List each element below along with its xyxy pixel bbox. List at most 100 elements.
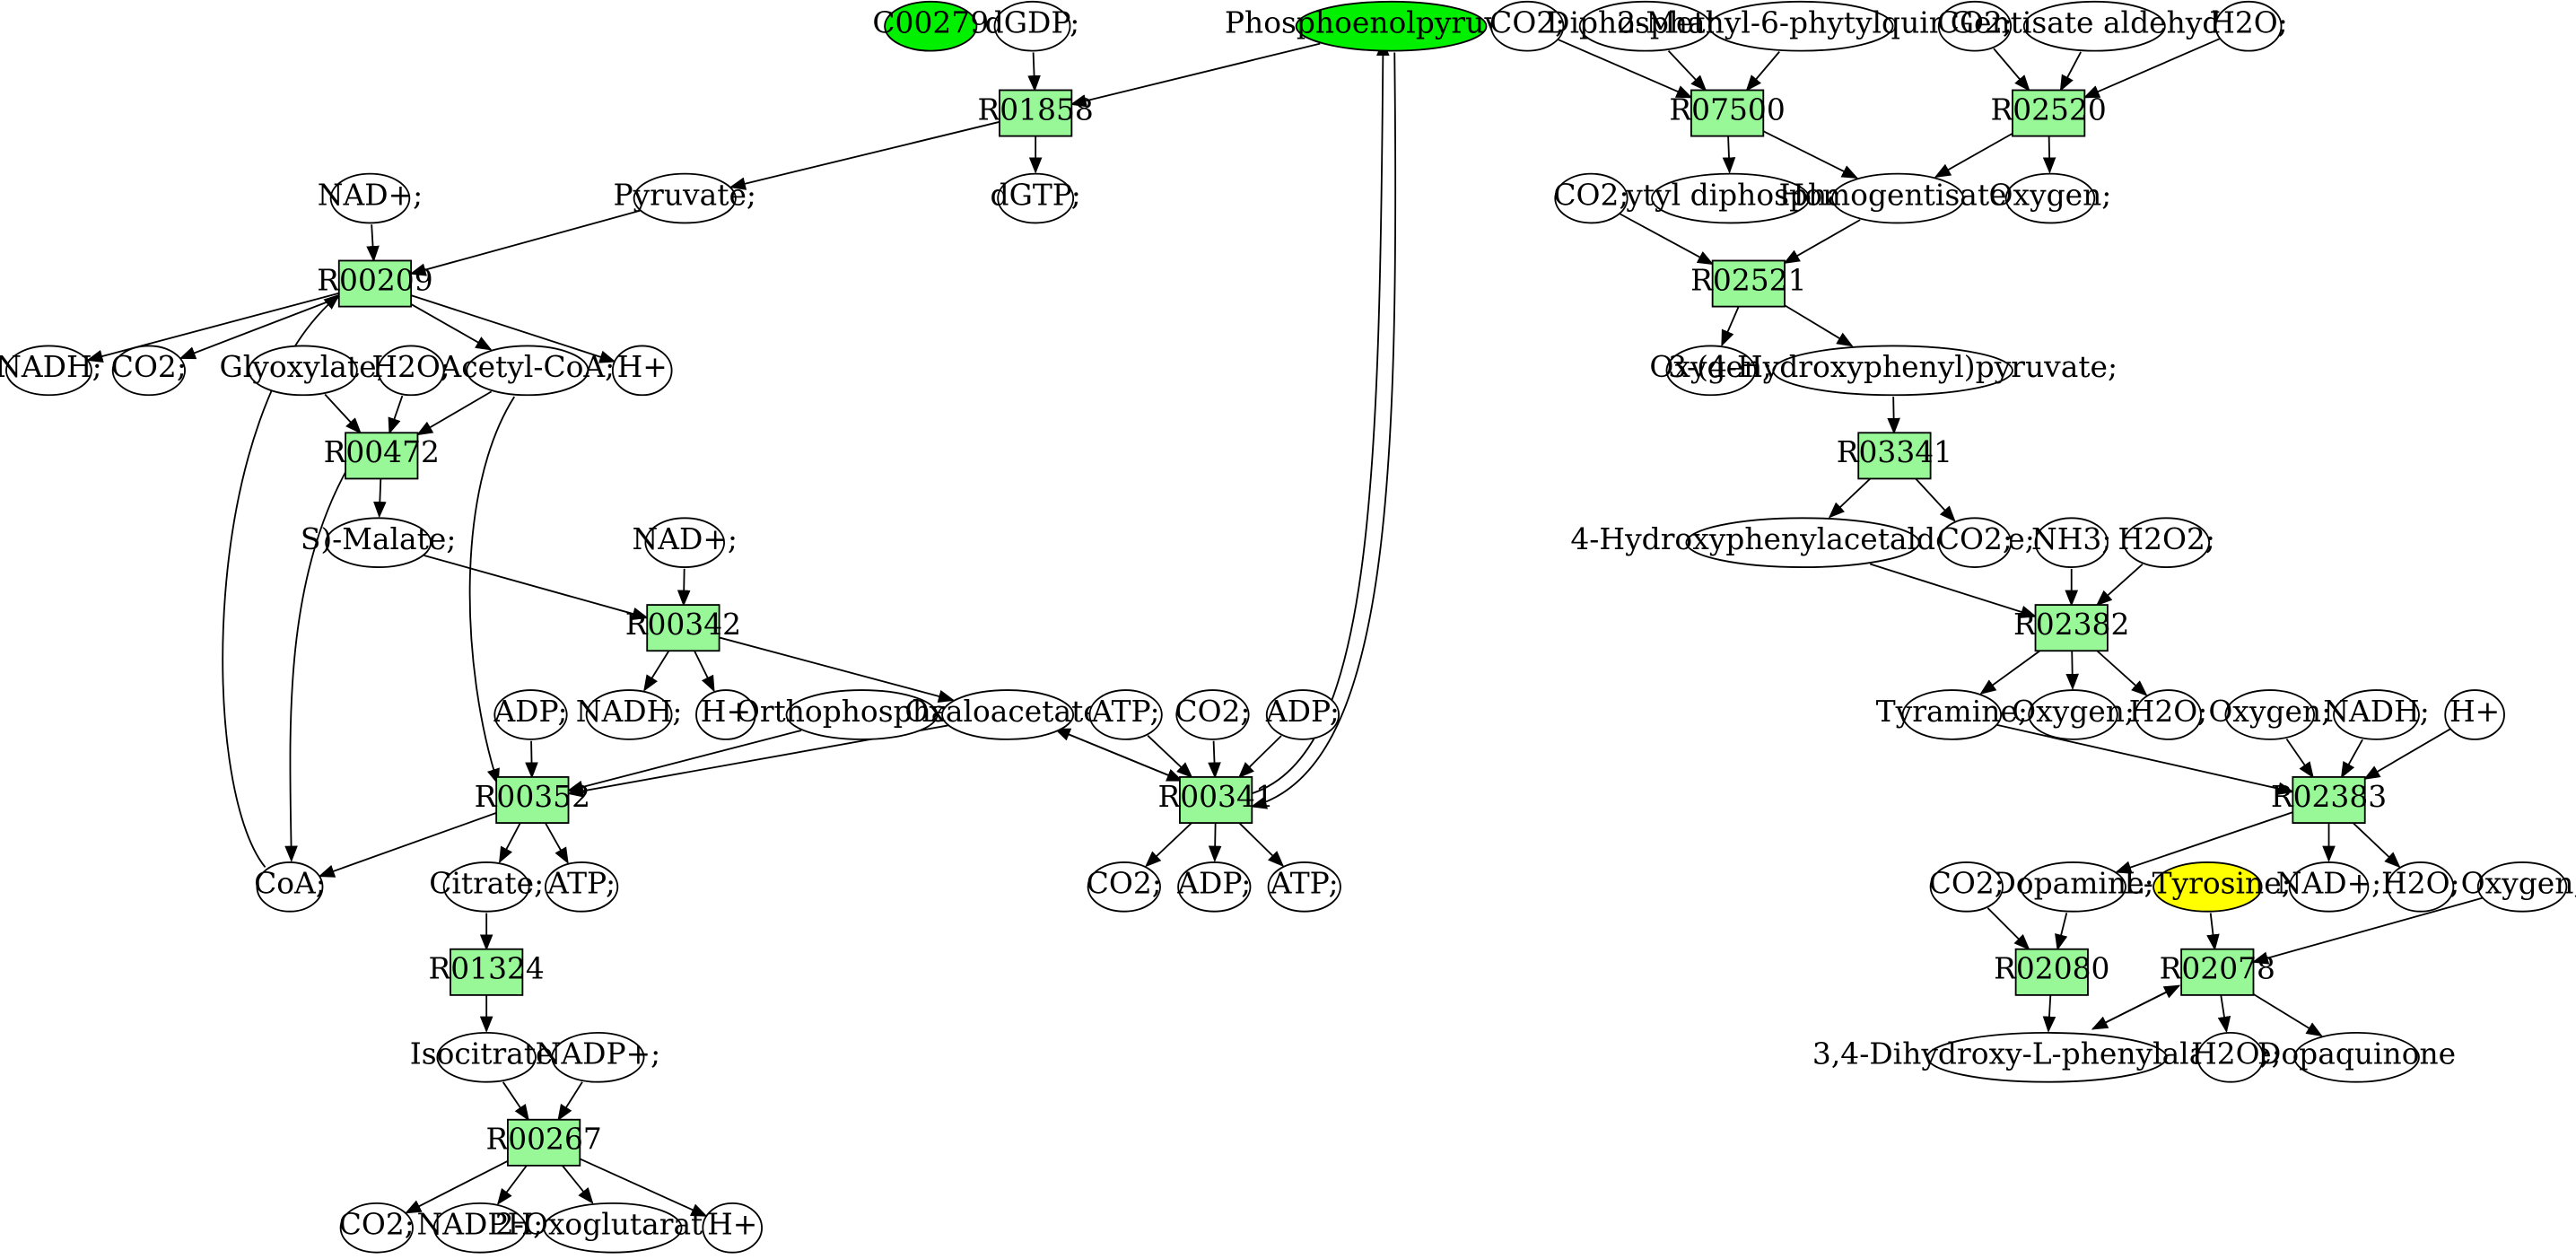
compound-node-co2-f[interactable]: CO2; bbox=[1937, 0, 2013, 52]
compound-node-citrate[interactable]: Citrate; bbox=[429, 861, 544, 913]
compound-node-c00279[interactable]: C00279 bbox=[872, 0, 989, 52]
reaction-node-r02080[interactable]: R02080 bbox=[1994, 948, 2109, 996]
edge-smalate-to-R00342 bbox=[424, 555, 649, 621]
compound-node-atp-c[interactable]: ATP; bbox=[1267, 861, 1341, 913]
compound-node-atp-b[interactable]: ATP; bbox=[1088, 689, 1163, 740]
compound-node-ltyrosine[interactable]: L-Tyrosine; bbox=[2124, 861, 2292, 913]
reaction-node-r03341[interactable]: R03341 bbox=[1837, 432, 1952, 480]
reaction-node-r00342[interactable]: R00342 bbox=[625, 604, 741, 652]
compound-node-oxygen-e[interactable]: Oxygen; bbox=[2461, 861, 2576, 913]
compound-node-atp-a[interactable]: ATP; bbox=[545, 861, 619, 913]
compound-node-coa[interactable]: CoA; bbox=[254, 861, 326, 913]
reaction-node-r01324[interactable]: R01324 bbox=[429, 948, 545, 996]
compound-label: H+ bbox=[701, 694, 751, 729]
compound-node-oxygen-a[interactable]: Oxygen; bbox=[1989, 172, 2112, 224]
compound-node-homogentisate[interactable]: Homogentisate; bbox=[1779, 172, 2017, 224]
compound-node-gentisate[interactable]: Gentisate aldehyde bbox=[1951, 0, 2239, 52]
compound-node-hplus-d[interactable]: H+ bbox=[2444, 689, 2505, 740]
compound-node-h2o-b[interactable]: H2O; bbox=[2209, 0, 2288, 52]
compound-node-hplus-c[interactable]: H+ bbox=[702, 1202, 764, 1254]
compound-node-dopa[interactable]: 3,4-Dihydroxy-L-phenylalanine; bbox=[1812, 1031, 2282, 1083]
compound-node-nad-b[interactable]: NAD+; bbox=[632, 517, 738, 568]
compound-node-acetylcoa[interactable]: Acetyl-CoA; bbox=[439, 345, 615, 397]
compound-node-oxoglutarate[interactable]: 2-Oxoglutarate; bbox=[495, 1202, 730, 1254]
compound-node-nadp[interactable]: NADP+; bbox=[536, 1031, 661, 1083]
compound-node-h2o-d[interactable]: H2O; bbox=[2381, 861, 2460, 913]
edge-pep-to-R01858 bbox=[1070, 42, 1321, 108]
compound-node-h2o-c[interactable]: H2O; bbox=[2129, 689, 2208, 740]
compound-node-isocitrate[interactable]: Isocitrate; bbox=[410, 1031, 563, 1083]
compound-node-h2o-a[interactable]: H2O; bbox=[371, 345, 450, 397]
compound-node-co2-e[interactable]: CO2; bbox=[1489, 0, 1565, 52]
compound-ellipse bbox=[1772, 345, 2013, 397]
compound-label: H+ bbox=[617, 349, 668, 384]
compound-node-dopaquinone[interactable]: Dopaquinone bbox=[2257, 1031, 2456, 1083]
compound-label: Isocitrate; bbox=[410, 1036, 563, 1071]
compound-node-adp-c[interactable]: ADP; bbox=[1176, 861, 1252, 913]
reaction-node-r00352[interactable]: R00352 bbox=[475, 776, 590, 824]
edge-R00341-to-oxaloacetate bbox=[1053, 728, 1183, 782]
compound-node-nadph[interactable]: NADPH; bbox=[417, 1202, 544, 1254]
compound-label: dGTP; bbox=[991, 177, 1081, 212]
reaction-node-r02383[interactable]: R02383 bbox=[2271, 776, 2387, 824]
reaction-label: R02521 bbox=[1690, 262, 1806, 297]
compound-node-co2-g[interactable]: CO2; bbox=[1553, 172, 1629, 224]
compound-node-methylphytylquinol[interactable]: 2-Methyl-6-phytylquinol; bbox=[1617, 0, 1985, 52]
reaction-node-r00472[interactable]: R00472 bbox=[324, 432, 440, 480]
compound-node-nad-c[interactable]: NAD+; bbox=[2276, 861, 2382, 913]
compound-node-co2-a[interactable]: CO2; bbox=[111, 345, 187, 397]
compound-node-h2o-e[interactable]: H2O; bbox=[2191, 1031, 2270, 1083]
compound-node-nadh-c[interactable]: NADH; bbox=[2323, 689, 2430, 740]
compound-node-diphosphate[interactable]: Diphosphate; bbox=[1546, 0, 1744, 52]
compound-node-co2-d[interactable]: CO2; bbox=[1087, 861, 1162, 913]
compound-node-hpp[interactable]: 3-(4-Hydroxyphenyl)pyruvate; bbox=[1668, 345, 2118, 397]
reaction-node-r02078[interactable]: R02078 bbox=[2160, 948, 2275, 996]
compound-node-dopamine[interactable]: Dopamine; bbox=[1992, 861, 2154, 913]
compound-node-dgtp[interactable]: dGTP; bbox=[991, 172, 1081, 224]
compound-node-nad-a[interactable]: NAD+; bbox=[318, 172, 424, 224]
reaction-node-r02521[interactable]: R02521 bbox=[1690, 259, 1807, 308]
edge-R02383-to-h2o_d bbox=[2352, 822, 2401, 869]
reaction-node-r01858[interactable]: R01858 bbox=[977, 89, 1094, 137]
compound-node-glyoxylate[interactable]: Glyoxylate; bbox=[220, 345, 387, 397]
compound-node-oxaloacetate[interactable]: Oxaloacetate; bbox=[904, 689, 1111, 740]
compound-label: CO2; bbox=[1929, 866, 2004, 901]
compound-node-co2-h[interactable]: CO2; bbox=[1937, 517, 2013, 568]
reaction-node-r02382[interactable]: R02382 bbox=[2013, 604, 2129, 652]
compound-node-adp-a[interactable]: ADP; bbox=[493, 689, 568, 740]
compound-node-h2o2[interactable]: H2O2; bbox=[2118, 517, 2215, 568]
compound-node-co2-c[interactable]: CO2; bbox=[1174, 689, 1251, 740]
reaction-box bbox=[2034, 604, 2109, 652]
reaction-box bbox=[1711, 259, 1786, 308]
reaction-node-r00341[interactable]: R00341 bbox=[1157, 776, 1274, 824]
compound-node-hplus-b[interactable]: H+ bbox=[695, 689, 756, 740]
reaction-node-r02520[interactable]: R02520 bbox=[1990, 89, 2107, 137]
edge-R03341-to-hpa bbox=[1828, 477, 1872, 519]
compound-node-dgdp[interactable]: dGDP; bbox=[985, 0, 1080, 52]
compound-node-nadh-a[interactable]: NADH; bbox=[0, 345, 102, 397]
edge-R02078-to-dopa bbox=[2091, 984, 2180, 1030]
compound-node-hplus-a[interactable]: H+ bbox=[611, 345, 673, 397]
edge-co2_c-to-R00341 bbox=[1208, 740, 1221, 779]
compound-ellipse bbox=[5, 345, 92, 397]
compound-node-co2-b[interactable]: CO2; bbox=[339, 1202, 415, 1254]
compound-node-tyramine[interactable]: Tyramine; bbox=[1876, 689, 2028, 740]
edge-dopamine-to-R02080 bbox=[2055, 913, 2068, 951]
compound-node-oxygen-c[interactable]: Oxygen; bbox=[2012, 689, 2135, 740]
compound-node-nh3[interactable]: NH3; bbox=[2031, 517, 2111, 568]
compound-node-adp-b[interactable]: ADP; bbox=[1265, 689, 1340, 740]
compound-node-nadh-b[interactable]: NADH; bbox=[576, 689, 683, 740]
compound-node-co2-i[interactable]: CO2; bbox=[1929, 861, 2004, 913]
compound-node-smalate[interactable]: S)-Malate; bbox=[301, 517, 457, 568]
compound-ellipse bbox=[551, 1031, 645, 1083]
edge-R00472-to-coa bbox=[284, 471, 346, 862]
compound-node-phytyl[interactable]: Phytyl diphosphate bbox=[1587, 172, 1874, 224]
compound-node-pyruvate[interactable]: Pyruvate; bbox=[613, 172, 756, 224]
reaction-node-r00267[interactable]: R00267 bbox=[485, 1118, 602, 1167]
compound-node-oxygen-d[interactable]: Oxygen; bbox=[2208, 689, 2331, 740]
compound-ellipse bbox=[2020, 861, 2126, 913]
reaction-node-r00209[interactable]: R00209 bbox=[317, 259, 433, 308]
compound-ellipse bbox=[644, 517, 725, 568]
reaction-node-r07500[interactable]: R07500 bbox=[1669, 89, 1786, 137]
compound-node-oxygen-b[interactable]: Oxygen; bbox=[1649, 345, 1772, 397]
